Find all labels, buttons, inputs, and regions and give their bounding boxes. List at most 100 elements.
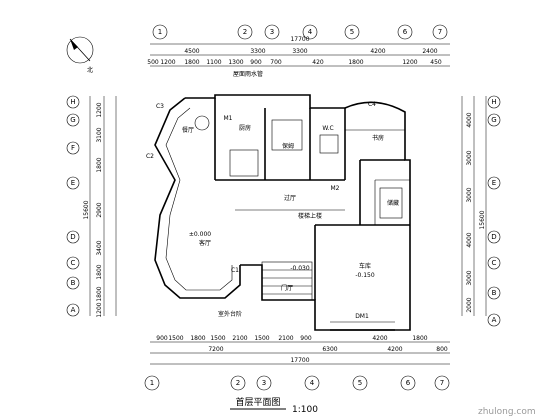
grid-row-label: F bbox=[71, 144, 75, 152]
dim-label: 1800 bbox=[96, 157, 103, 172]
room-label-kitchen: 厨房 bbox=[239, 124, 251, 132]
grid-row-label: C bbox=[71, 259, 76, 267]
grid-col-label: 4 bbox=[308, 28, 313, 36]
bottom-dimensions: 900 1500 1800 1500 2100 1500 2100 900 42… bbox=[150, 335, 450, 365]
level-main: ±0.000 bbox=[189, 231, 211, 238]
room-label-storage: 储藏 bbox=[387, 199, 399, 207]
tag-c1: C1 bbox=[231, 267, 239, 274]
grid-col-label: 3 bbox=[262, 379, 266, 387]
tag-c3: C3 bbox=[156, 103, 164, 110]
grid-col-label: 5 bbox=[350, 28, 354, 36]
room-label-garage: 车库 bbox=[359, 262, 371, 270]
room-label-entry: 门厅 bbox=[281, 284, 293, 292]
dim-label: 1800 bbox=[96, 286, 103, 301]
drawing-scale: 1:100 bbox=[292, 405, 318, 415]
dim-label: 4000 bbox=[466, 232, 473, 247]
dim-label: 1500 bbox=[254, 335, 269, 342]
grid-row-label: E bbox=[492, 179, 496, 187]
dim-label: 2100 bbox=[232, 335, 247, 342]
right-dimensions: 15600 4000 3000 3000 4000 3000 2000 bbox=[461, 96, 487, 316]
dim-label: 4500 bbox=[184, 48, 199, 55]
dim-label: 2100 bbox=[278, 335, 293, 342]
north-arrow: 北 bbox=[66, 36, 94, 74]
dim-label: 7200 bbox=[208, 346, 223, 353]
tag-c4: C4 bbox=[368, 101, 376, 108]
dim-label: 2000 bbox=[466, 297, 473, 312]
level-garage: -0.150 bbox=[355, 272, 375, 279]
dim-label: 1200 bbox=[96, 102, 103, 117]
grid-row-label: D bbox=[70, 233, 75, 241]
grid-row-label: H bbox=[491, 98, 496, 106]
dim-label: 4000 bbox=[466, 112, 473, 127]
dim-label: 1800 bbox=[348, 59, 363, 66]
dim-label: 420 bbox=[312, 59, 324, 66]
dim-label: 4200 bbox=[387, 346, 402, 353]
dim-label: 450 bbox=[430, 59, 442, 66]
bottom-total-dim: 17700 bbox=[290, 357, 309, 364]
grid-row-label: H bbox=[70, 98, 75, 106]
tag-m1: M1 bbox=[224, 115, 233, 122]
grid-col-label: 6 bbox=[406, 379, 411, 387]
grid-row-label: C bbox=[492, 259, 497, 267]
top-total-dim: 17700 bbox=[290, 36, 309, 43]
dim-label: 1800 bbox=[190, 335, 205, 342]
grid-row-label: G bbox=[70, 116, 75, 124]
building-walls bbox=[154, 94, 411, 331]
dim-label: 3300 bbox=[250, 48, 265, 55]
dim-label: 3100 bbox=[96, 127, 103, 142]
grid-row-label: B bbox=[71, 279, 76, 287]
dim-label: 4200 bbox=[370, 48, 385, 55]
grid-column-bubbles-top: 1 2 3 4 5 6 7 bbox=[152, 24, 448, 40]
grid-col-label: 2 bbox=[236, 379, 240, 387]
dim-label: 3300 bbox=[292, 48, 307, 55]
dim-label: 1800 bbox=[96, 264, 103, 279]
room-label-maid: 保姆 bbox=[282, 142, 294, 150]
dim-label: 1800 bbox=[412, 335, 427, 342]
drawing-title: 首层平面图 bbox=[235, 396, 280, 408]
tag-m2: M2 bbox=[331, 185, 340, 192]
dim-label: 3000 bbox=[466, 270, 473, 285]
dim-label: 800 bbox=[436, 346, 448, 353]
dim-label: 2900 bbox=[96, 202, 103, 217]
dim-label: 3000 bbox=[466, 187, 473, 202]
watermark: zhulong.com bbox=[478, 407, 536, 417]
dim-label: 1300 bbox=[228, 59, 243, 66]
level-step: -0.030 bbox=[290, 265, 310, 272]
tag-c2: C2 bbox=[146, 153, 154, 160]
room-label-bath: W.C bbox=[322, 125, 333, 132]
grid-row-label: A bbox=[71, 306, 76, 314]
grid-col-label: 7 bbox=[440, 379, 444, 387]
grid-row-bubbles-left: H G F E D C B A bbox=[66, 95, 80, 317]
room-label-living: 客厅 bbox=[199, 239, 211, 247]
top-dimensions: 17700 4500 3300 3300 4200 2400 500 1200 … bbox=[147, 36, 450, 67]
dim-label: 2400 bbox=[422, 48, 437, 55]
dim-label: 900 bbox=[300, 335, 312, 342]
drawing-title-block: 首层平面图 1:100 bbox=[230, 396, 318, 415]
dim-label: 3000 bbox=[466, 150, 473, 165]
dim-label: 3400 bbox=[96, 240, 103, 255]
grid-col-label: 1 bbox=[150, 379, 154, 387]
door-window-tags: M1 M2 C1 C2 C3 C4 DM1 屋面雨水管 室外台阶 bbox=[146, 70, 376, 320]
room-label-hall: 过厅 bbox=[284, 194, 296, 202]
dim-label: 1500 bbox=[210, 335, 225, 342]
dim-label: 4200 bbox=[372, 335, 387, 342]
dim-label: 900 bbox=[250, 59, 262, 66]
grid-col-label: 4 bbox=[310, 379, 315, 387]
left-dimensions: 15600 1200 3100 1800 2900 3400 1800 1800… bbox=[83, 96, 117, 318]
grid-column-bubbles-bottom: 1 2 3 4 5 6 7 bbox=[144, 375, 450, 391]
dim-label: 1200 bbox=[160, 59, 175, 66]
north-label: 北 bbox=[87, 66, 93, 74]
room-label-stair: 楼梯上楼 bbox=[298, 212, 322, 220]
note-bottom: 室外台阶 bbox=[218, 310, 242, 318]
right-total-dim: 15600 bbox=[479, 210, 486, 229]
grid-col-label: 5 bbox=[358, 379, 362, 387]
dim-label: 700 bbox=[270, 59, 282, 66]
tag-dm1: DM1 bbox=[355, 313, 369, 320]
note-top: 屋面雨水管 bbox=[233, 70, 263, 78]
dim-label: 500 bbox=[147, 59, 159, 66]
grid-col-label: 7 bbox=[438, 28, 442, 36]
grid-col-label: 2 bbox=[243, 28, 247, 36]
dim-label: 1100 bbox=[206, 59, 221, 66]
grid-col-label: 1 bbox=[158, 28, 162, 36]
